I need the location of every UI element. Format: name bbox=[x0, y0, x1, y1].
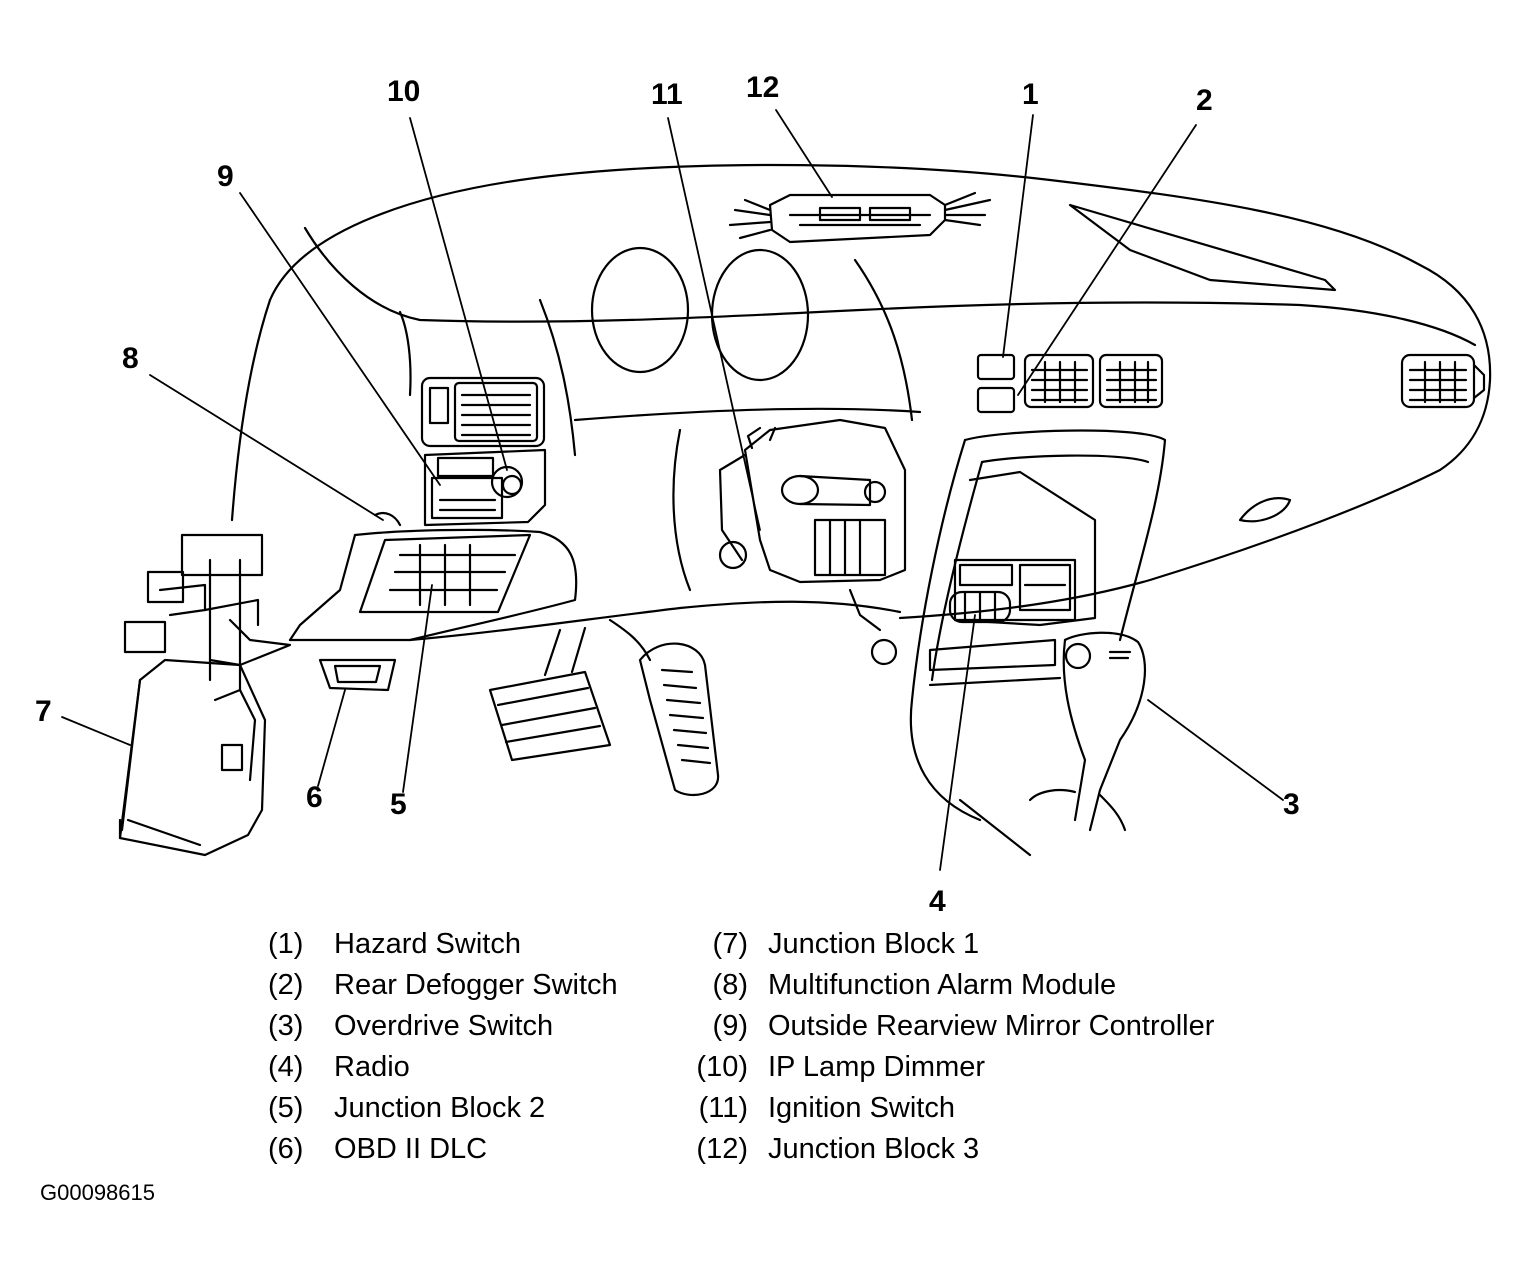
callout-8: 8 bbox=[122, 342, 139, 375]
gauge-cluster bbox=[538, 246, 922, 457]
dashboard-outline bbox=[230, 163, 1492, 620]
radio-knob bbox=[948, 590, 1012, 624]
legend-number: (12) bbox=[696, 1133, 748, 1165]
legend-label: IP Lamp Dimmer bbox=[768, 1051, 986, 1083]
legend-label: Radio bbox=[334, 1051, 410, 1083]
dashboard-diagram bbox=[61, 109, 1492, 871]
callout-10: 10 bbox=[387, 75, 421, 108]
legend-label: OBD II DLC bbox=[334, 1133, 488, 1165]
accelerator-pedal bbox=[608, 618, 720, 797]
legend-number: (9) bbox=[712, 1010, 748, 1042]
legend-label: Ignition Switch bbox=[768, 1092, 955, 1124]
legend-number: (3) bbox=[268, 1010, 304, 1042]
legend-number: (7) bbox=[712, 928, 748, 960]
callout-4: 4 bbox=[929, 885, 946, 918]
callout-6: 6 bbox=[306, 781, 323, 814]
mirror-dimmer-panel bbox=[423, 448, 547, 527]
figure-id: G00098615 bbox=[40, 1180, 155, 1205]
steering-column bbox=[718, 418, 907, 584]
legend-label: Multifunction Alarm Module bbox=[768, 969, 1117, 1001]
callout-5: 5 bbox=[390, 788, 407, 821]
ip-lamp-dimmer bbox=[490, 465, 524, 499]
legend-number: (4) bbox=[268, 1051, 304, 1083]
right-vent bbox=[1400, 353, 1486, 409]
callout-2: 2 bbox=[1196, 84, 1213, 117]
legend-number: (10) bbox=[696, 1051, 748, 1083]
legend-number: (5) bbox=[268, 1092, 304, 1124]
legend-number: (11) bbox=[698, 1092, 748, 1124]
legend-label: Hazard Switch bbox=[334, 928, 521, 960]
legend-number: (2) bbox=[268, 969, 304, 1001]
callout-3: 3 bbox=[1283, 788, 1300, 821]
radio-unit bbox=[928, 470, 1097, 687]
legend-label: Junction Block 3 bbox=[768, 1133, 980, 1165]
callout-7: 7 bbox=[35, 695, 52, 728]
legend-label: Rear Defogger Switch bbox=[334, 969, 618, 1001]
legend-label: Junction Block 2 bbox=[334, 1092, 546, 1124]
callout-1: 1 bbox=[1022, 78, 1039, 111]
legend-number: (6) bbox=[268, 1133, 304, 1165]
hazard-defogger-switches bbox=[976, 353, 1016, 414]
junction-block-1 bbox=[118, 533, 267, 857]
callout-9: 9 bbox=[217, 160, 234, 193]
obd-connector bbox=[318, 658, 397, 692]
left-vent bbox=[420, 376, 546, 448]
junction-block-3 bbox=[728, 191, 992, 244]
brake-pedal bbox=[488, 626, 612, 762]
legend-number: (1) bbox=[268, 928, 304, 960]
legend-label: Junction Block 1 bbox=[768, 928, 980, 960]
legend-label: Outside Rearview Mirror Controller bbox=[768, 1010, 1215, 1042]
legend-number: (8) bbox=[712, 969, 748, 1001]
junction-block-2 bbox=[358, 533, 532, 614]
legend: (1) Hazard Switch (2) Rear Defogger Switch… bbox=[268, 928, 1348, 1178]
alarm-module bbox=[373, 511, 402, 527]
callout-11: 11 bbox=[651, 78, 683, 111]
gear-shifter bbox=[958, 631, 1147, 857]
legend-label: Overdrive Switch bbox=[334, 1010, 554, 1042]
leader-lines bbox=[61, 109, 1284, 871]
center-console bbox=[909, 429, 1167, 822]
center-vents bbox=[1023, 353, 1164, 409]
callout-12: 12 bbox=[746, 71, 780, 104]
lower-dash-panel bbox=[208, 428, 902, 667]
